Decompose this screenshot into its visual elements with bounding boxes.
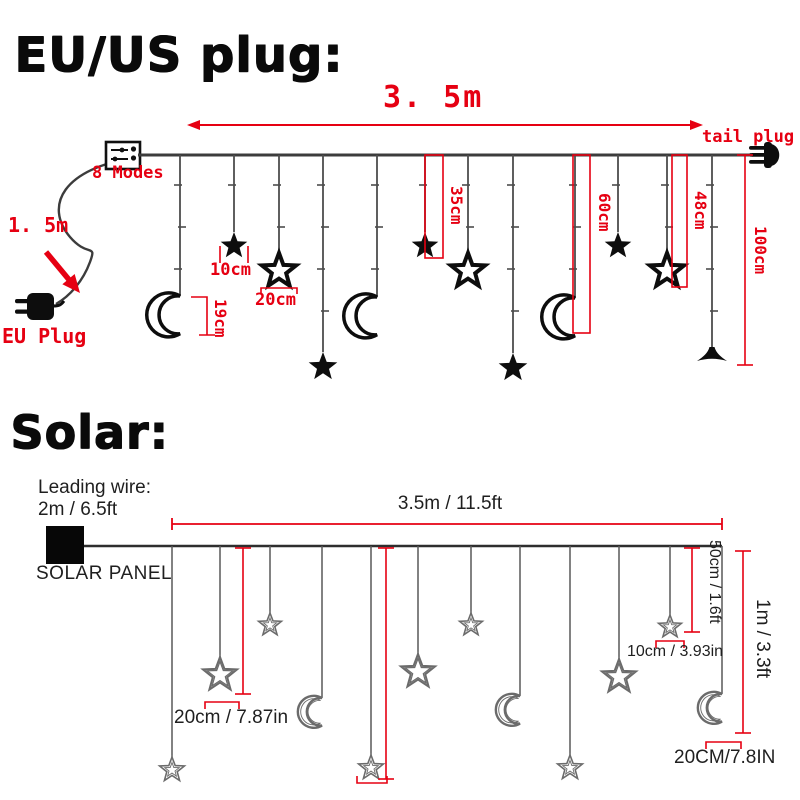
total-length-label: 3. 5m <box>383 80 484 115</box>
light-drop <box>308 155 338 380</box>
tail-plug-label: tail plug <box>702 127 795 147</box>
light-drop <box>341 155 383 340</box>
filled-star-ornament <box>604 232 632 258</box>
light-drop <box>144 155 186 339</box>
moon-ornament <box>144 291 181 339</box>
star-width-20cm-label: 20cm <box>255 290 296 310</box>
light-drop <box>445 155 491 291</box>
faceted-star-ornament <box>157 754 187 783</box>
faceted-star-ornament <box>555 752 585 781</box>
moon-ornament <box>539 293 576 341</box>
open-star-ornament <box>599 656 639 694</box>
drop-60cm-label: 60cm <box>595 193 614 232</box>
light-drop <box>157 546 187 783</box>
dimension-annotations <box>43 120 753 366</box>
plug-version-diagram <box>15 120 780 381</box>
open-star-ornament <box>256 247 302 291</box>
eu-plug-icon <box>15 293 66 320</box>
drop-48cm-label: 48cm <box>691 191 710 230</box>
eu-plug-label: EU Plug <box>2 324 87 348</box>
solar-star-10cm-label: 10cm / 3.93in <box>627 643 724 660</box>
solar-drop-50cm-label: 50cm / 1.6ft <box>706 540 723 624</box>
open-star-ornament <box>200 654 240 692</box>
light-drop <box>494 546 521 727</box>
tail-plug-icon <box>749 142 780 168</box>
drop-100cm-label: 100cm <box>751 226 770 275</box>
solar-version-diagram <box>46 518 751 784</box>
faceted-star-ornament <box>356 752 386 781</box>
light-drop <box>697 155 727 361</box>
light-drop <box>356 546 386 781</box>
light-drop <box>398 546 438 689</box>
faceted-star-ornament <box>256 610 284 637</box>
filled-star-ornament <box>220 232 248 258</box>
light-drop <box>200 546 240 692</box>
moon-ornament <box>296 694 323 729</box>
light-drop <box>256 546 284 637</box>
faceted-star-ornament <box>656 612 684 639</box>
solar-moon-20cm-label: 20CM/7.8IN <box>674 747 776 768</box>
light-drop <box>457 546 485 637</box>
filled-star-ornament <box>308 352 338 380</box>
light-drop <box>296 546 323 729</box>
solar-total-length-label: 3.5m / 11.5ft <box>397 493 503 514</box>
lead-wire <box>55 155 139 306</box>
drop-19cm-label: 19cm <box>211 299 230 338</box>
drop-35cm-label: 35cm <box>447 186 466 225</box>
dimension-annotations <box>171 518 751 784</box>
open-star-ornament <box>445 247 491 291</box>
open-star-ornament <box>398 651 438 689</box>
faceted-star-ornament <box>457 610 485 637</box>
leading-wire-length-label: 2m / 6.5ft <box>38 499 118 520</box>
solar-star-20cm-label: 20cm / 7.87in <box>174 707 289 728</box>
tassel-end-ornament <box>697 347 727 361</box>
light-drop <box>644 155 690 291</box>
light-drop <box>599 546 639 694</box>
moon-ornament <box>696 690 723 725</box>
light-drop <box>539 155 581 341</box>
light-drop <box>604 155 632 258</box>
leading-wire-label: Leading wire: <box>38 477 152 498</box>
lead-length-label: 1. 5m <box>8 213 69 237</box>
light-drop <box>498 155 528 381</box>
light-drop <box>656 546 684 639</box>
open-star-ornament <box>644 247 690 291</box>
solar-panel-icon <box>46 526 84 564</box>
plug-section-title: EU/US plug: <box>14 27 344 83</box>
star-width-10cm-label: 10cm <box>210 260 251 280</box>
light-drop <box>256 155 302 291</box>
light-drop <box>555 546 585 781</box>
light-drop <box>696 546 723 725</box>
moon-ornament <box>341 292 378 340</box>
solar-section-title: Solar: <box>10 405 169 459</box>
solar-height-1m-label: 1m / 3.3ft <box>752 599 773 679</box>
filled-star-ornament <box>498 353 528 381</box>
light-drop <box>220 155 248 258</box>
moon-ornament <box>494 692 521 727</box>
modes-label: 8 Modes <box>92 163 164 183</box>
solar-panel-label: SOLAR PANEL <box>36 563 173 584</box>
